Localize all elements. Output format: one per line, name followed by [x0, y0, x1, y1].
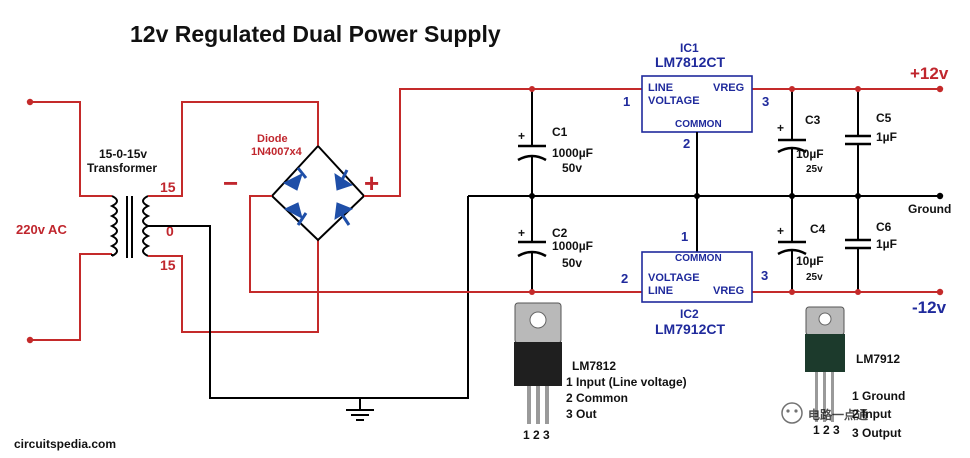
capacitor-c2: + C2 1000µF 50v — [517, 196, 593, 292]
lm7812-pin1: 1 Input (Line voltage) — [566, 375, 687, 389]
c4-value: 10µF — [796, 254, 824, 268]
diagram-title: 12v Regulated Dual Power Supply — [130, 21, 501, 47]
lm7812-pin3: 3 Out — [566, 407, 597, 421]
output-ground-label: Ground — [908, 202, 951, 216]
c1-value: 1000µF — [552, 146, 593, 160]
svg-text:VOLTAGE: VOLTAGE — [648, 95, 700, 107]
c3-name: C3 — [805, 113, 821, 127]
ic2-part: LM7912CT — [655, 321, 725, 337]
c2-value: 1000µF — [552, 239, 593, 253]
ic1-pin1: 1 — [623, 94, 630, 109]
c5-value: 1µF — [876, 130, 897, 144]
tap-bottom-label: 15 — [160, 257, 176, 273]
tap-mid-label: 0 — [166, 223, 174, 239]
c1-name: C1 — [552, 125, 568, 139]
svg-text:VREG: VREG — [713, 285, 744, 297]
lm7812-pins: 1 2 3 — [523, 428, 550, 442]
ic2-pin1: 1 — [681, 229, 688, 244]
c5-name: C5 — [876, 111, 892, 125]
wechat-account: 电路一点通 — [808, 407, 868, 422]
lm7912-pin2: 2 Input — [852, 407, 891, 421]
lm7812-pin2: 2 Common — [566, 391, 628, 405]
c6-value: 1µF — [876, 237, 897, 251]
svg-text:LINE: LINE — [648, 82, 673, 94]
bridge-minus: − — [223, 168, 238, 198]
svg-text:LINE: LINE — [648, 285, 673, 297]
c4-voltage: 25v — [806, 272, 823, 283]
tap-top-label: 15 — [160, 179, 176, 195]
svg-text:+: + — [518, 129, 525, 143]
diode-icon — [283, 202, 303, 219]
svg-text:+: + — [518, 226, 525, 240]
lm7912-pin1: 1 Ground — [852, 389, 905, 403]
wechat-watermark: 电路一点通 — [781, 402, 868, 424]
diode-icon — [282, 173, 303, 191]
ground-symbol-icon — [346, 398, 374, 421]
ic1-lm7812: IC1 LM7812CT LINE VOLTAGE VREG COMMON 1 … — [623, 41, 769, 196]
lm7812-name: LM7812 — [572, 359, 616, 373]
capacitor-c4: + C4 10µF 25v — [777, 196, 826, 292]
svg-text:+: + — [777, 121, 784, 135]
transformer-name: 15-0-15v — [99, 147, 147, 161]
svg-text:COMMON: COMMON — [675, 253, 722, 264]
svg-text:VREG: VREG — [713, 82, 744, 94]
c6-name: C6 — [876, 220, 892, 234]
capacitor-c3: + C3 10µF 25v — [777, 89, 824, 196]
lm7912-pins: 1 2 3 — [813, 423, 840, 437]
ic1-pin2: 2 — [683, 136, 690, 151]
ic2-name: IC2 — [680, 307, 699, 321]
svg-text:COMMON: COMMON — [675, 119, 722, 130]
capacitor-c5: C5 1µF — [845, 89, 897, 196]
c2-voltage: 50v — [562, 256, 582, 270]
diode-label: Diode — [257, 133, 288, 145]
ic1-name: IC1 — [680, 41, 699, 55]
c4-name: C4 — [810, 222, 826, 236]
output-pos-label: +12v — [910, 64, 949, 83]
lm7812-package-icon — [514, 302, 562, 424]
svg-text:+: + — [777, 224, 784, 238]
svg-text:VOLTAGE: VOLTAGE — [648, 272, 700, 284]
ic2-pin2: 2 — [621, 271, 628, 286]
ic1-pin3: 3 — [762, 94, 769, 109]
bridge-plus: + — [364, 168, 379, 198]
output-neg-label: -12v — [912, 298, 947, 317]
ac-input-label: 220v AC — [16, 222, 67, 237]
ac-input: 220v AC — [16, 98, 112, 344]
diode-icon — [334, 202, 354, 220]
diode-bridge: Diode 1N4007x4 − + — [223, 133, 379, 242]
c1-voltage: 50v — [562, 161, 582, 175]
ic1-part: LM7812CT — [655, 54, 725, 70]
junction-dots — [529, 86, 861, 295]
c2-name: C2 — [552, 226, 568, 240]
c3-voltage: 25v — [806, 164, 823, 175]
capacitor-c6: C6 1µF — [845, 196, 897, 292]
site-watermark: circuitspedia.com — [14, 437, 116, 451]
c3-value: 10µF — [796, 147, 824, 161]
lm7912-name: LM7912 — [856, 352, 900, 366]
transformer-type: Transformer — [87, 161, 157, 175]
lm7912-pin3: 3 Output — [852, 426, 901, 440]
ic2-lm7912: COMMON VOLTAGE LINE VREG 1 2 3 IC2 LM791… — [621, 196, 768, 337]
capacitor-c1: + C1 1000µF 50v — [517, 89, 593, 196]
diode-part: 1N4007x4 — [251, 146, 303, 158]
lm7912-package-icon — [805, 306, 845, 422]
ic2-pin3: 3 — [761, 268, 768, 283]
